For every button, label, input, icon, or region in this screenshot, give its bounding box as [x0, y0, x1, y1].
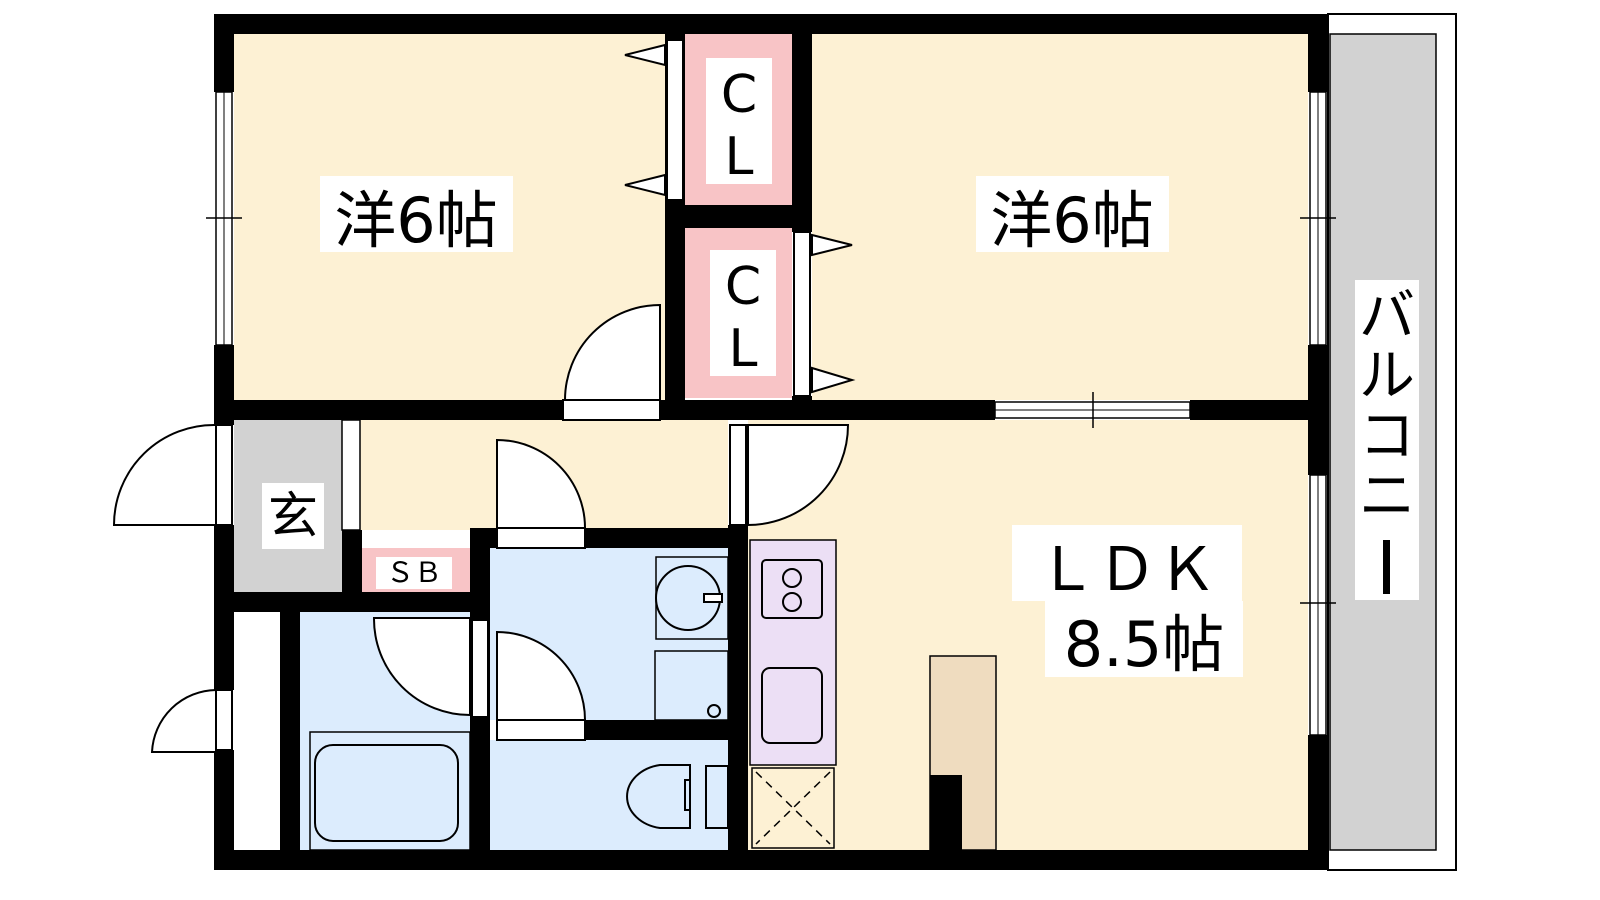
- svg-text:ー: ー: [0, 0, 1, 1]
- washing-machine-space: [654, 650, 729, 721]
- western-room-right-label: 洋6帖: [990, 184, 1153, 257]
- faucet: [703, 593, 723, 603]
- sink: [761, 667, 823, 744]
- stove: [761, 559, 823, 619]
- burner-icon: [782, 568, 802, 588]
- fixtures: [309, 539, 997, 851]
- windows: [206, 91, 1336, 736]
- svg-text:コ: コ: [1359, 404, 1415, 469]
- bathtub: [314, 744, 459, 842]
- closet-top-label-l: L: [725, 127, 754, 187]
- shoe-box-label: ＳＢ: [386, 556, 442, 589]
- svg-text:ニ: ニ: [1359, 464, 1415, 529]
- doors: [112, 39, 856, 753]
- bathtub-frame: [309, 731, 471, 851]
- western-room-left-label: 洋6帖: [334, 184, 497, 257]
- closet-bottom-label-c: C: [725, 257, 761, 317]
- long-vowel-mark: [1383, 540, 1390, 594]
- entrance-label: 玄: [268, 487, 318, 545]
- svg-text:ル: ル: [1359, 344, 1415, 409]
- closet-top-label-c: C: [721, 65, 757, 125]
- toilet-tank: [705, 765, 729, 829]
- walls: [214, 14, 1328, 870]
- svg-text:バ: バ: [1359, 284, 1415, 349]
- toilet-room: [490, 740, 728, 850]
- balcony-label: バ ル コ ニ ー: [0, 0, 1415, 594]
- ldk-size-label: 8.5帖: [1064, 608, 1225, 681]
- closet-bottom-label-l: L: [729, 319, 758, 379]
- burner-icon: [782, 592, 802, 612]
- storage-space: [234, 612, 280, 850]
- entrance-step: [341, 419, 361, 531]
- toilet: [626, 764, 691, 829]
- ldk-label: ＬＤＫ: [1037, 535, 1217, 605]
